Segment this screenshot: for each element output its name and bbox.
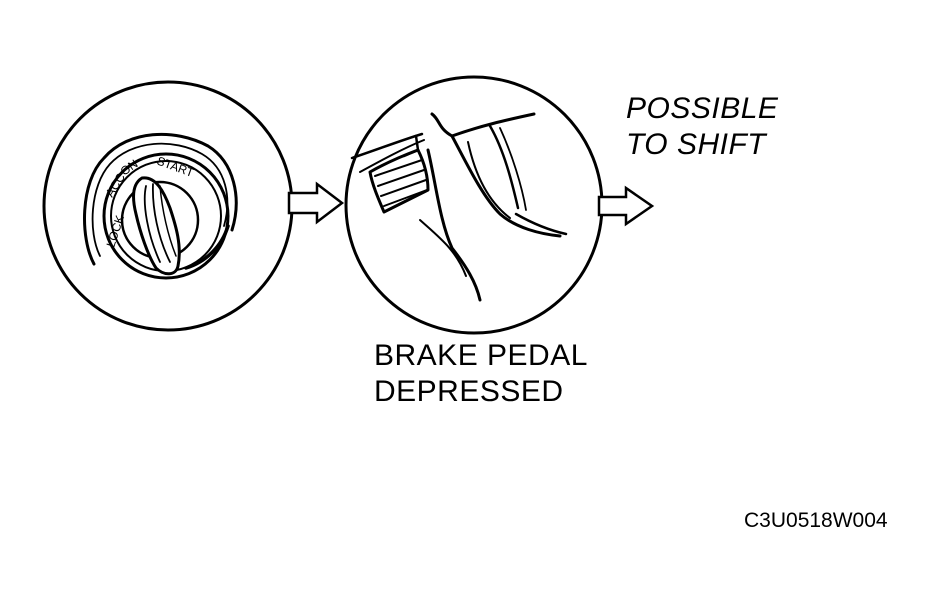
right-arrow-icon	[597, 185, 655, 227]
possible-to-shift-line2: TO SHIFT	[626, 128, 767, 161]
possible-to-shift-label: POSSIBLE TO SHIFT	[626, 91, 778, 163]
brake-pedal-depressed-line1: BRAKE PEDAL	[374, 339, 588, 372]
brake-pedal-depressed-label: BRAKE PEDAL DEPRESSED	[374, 338, 588, 410]
right-arrow-icon	[287, 181, 345, 225]
brake-pedal-pad	[368, 148, 430, 214]
ignition-switch-illustration	[42, 80, 294, 332]
brake-pedal-illustration	[344, 75, 604, 335]
figure-code: C3U0518W004	[744, 509, 888, 532]
brake-pedal-depressed-line2: DEPRESSED	[374, 375, 564, 408]
ignition-bezel-back	[83, 132, 238, 266]
possible-to-shift-line1: POSSIBLE	[626, 92, 779, 125]
ignition-bezel	[102, 152, 230, 280]
